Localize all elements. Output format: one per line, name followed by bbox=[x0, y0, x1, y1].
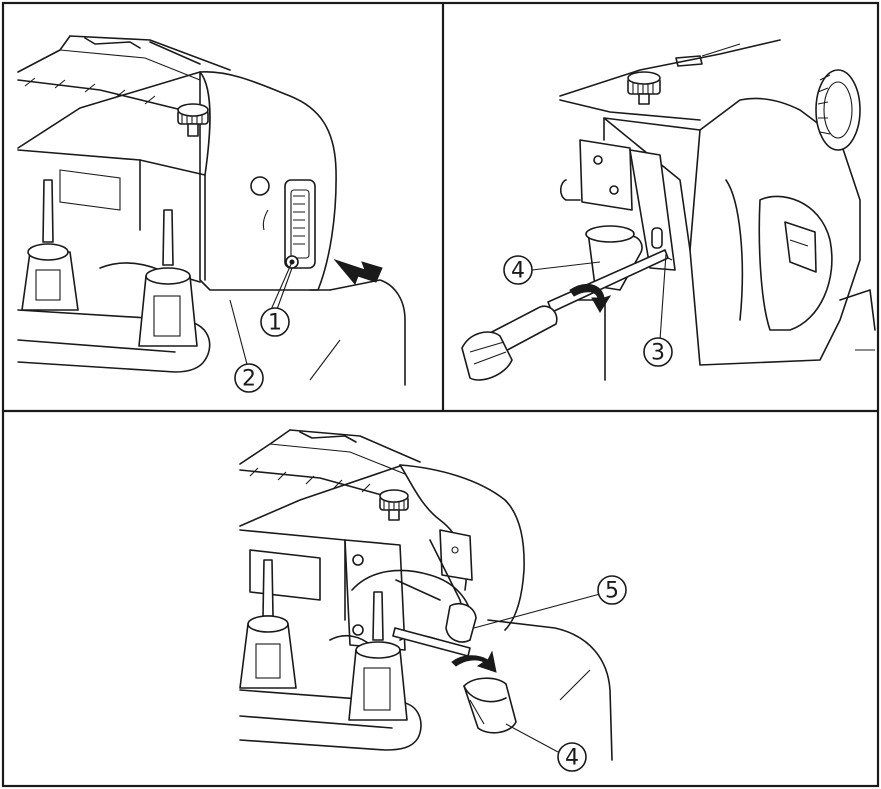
callout-panel3-a: 5 bbox=[597, 575, 627, 605]
panel-remove-side-cover bbox=[17, 35, 406, 386]
callout-panel2-a: 4 bbox=[503, 255, 533, 285]
rotate-arrow-icon bbox=[569, 283, 612, 313]
spool-pin-bottom-left-icon bbox=[239, 559, 297, 689]
side-cover-icon bbox=[250, 176, 316, 269]
callout-label: 1 bbox=[268, 311, 282, 336]
removed-guard bbox=[463, 677, 517, 734]
spool-pin-left-icon bbox=[21, 179, 79, 311]
callout-panel1-a: 1 bbox=[260, 307, 290, 337]
arrow-right-icon bbox=[333, 258, 383, 285]
knurled-knob-icon bbox=[627, 71, 661, 105]
callout-label: 4 bbox=[511, 259, 525, 284]
callout-panel1-b: 2 bbox=[234, 363, 264, 393]
knurled-screw-bottom-icon bbox=[379, 489, 409, 521]
callout-label: 3 bbox=[651, 341, 665, 366]
screwdriver-icon bbox=[461, 249, 669, 381]
rotate-arrow-bottom-icon bbox=[451, 650, 497, 673]
spool-pin-right-icon bbox=[138, 209, 198, 347]
panel-loosen-screw bbox=[461, 39, 876, 381]
panel-remove-looper-guard bbox=[239, 429, 613, 761]
callout-label: 4 bbox=[565, 746, 579, 771]
spool-pin-bottom-right-icon bbox=[348, 591, 408, 721]
callout-panel2-b: 3 bbox=[643, 337, 673, 367]
callout-label: 2 bbox=[242, 367, 256, 392]
knurled-screw-icon bbox=[177, 103, 209, 137]
callout-label: 5 bbox=[605, 579, 619, 604]
handwheel-icon bbox=[815, 69, 861, 151]
callout-panel3-b: 4 bbox=[557, 742, 587, 772]
